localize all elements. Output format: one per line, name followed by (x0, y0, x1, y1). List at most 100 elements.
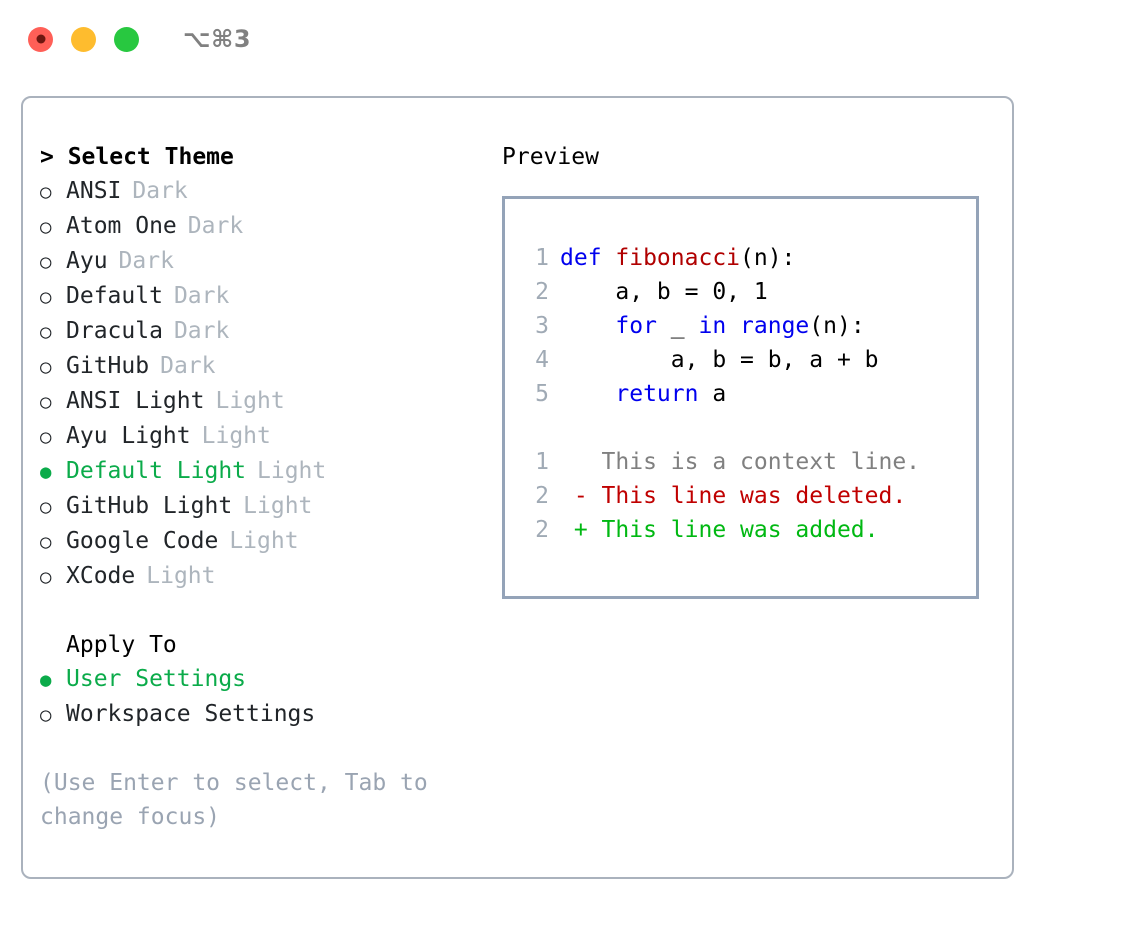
apply-to-option-label: Workspace Settings (66, 701, 316, 727)
diff-line-ctx: 1 This is a context line. (519, 445, 976, 479)
select-theme-header: > Select Theme (40, 144, 234, 170)
code-line: 4 a, b = b, a + b (519, 343, 976, 377)
radio-unselected-icon: ○ (40, 531, 52, 553)
code-token: def (560, 245, 616, 271)
keyboard-shortcut-label: ⌥⌘3 (183, 25, 252, 53)
theme-variant-tag: Dark (173, 318, 230, 344)
theme-option-label: Atom One (66, 213, 177, 239)
diff-line-text: + This line was added. (560, 517, 879, 543)
radio-unselected-icon: ○ (40, 251, 52, 273)
theme-option-label: ANSI Light (66, 388, 205, 414)
theme-option-label: GitHub Light (66, 493, 233, 519)
theme-variant-tag: Light (201, 423, 271, 449)
diff-line-number: 2 (535, 517, 549, 543)
apply-to-option-workspace-settings[interactable]: ○Workspace Settings (40, 697, 493, 732)
code-line-text: a, b = 0, 1 (560, 275, 768, 309)
code-token: a, b = 0, 1 (560, 279, 768, 305)
code-diff-spacer (519, 411, 976, 445)
code-token (560, 381, 615, 407)
theme-option-dracula[interactable]: ○ Dracula Dark (40, 314, 493, 349)
code-line: 3 for _ in range(n): (519, 309, 976, 343)
theme-option-label: Google Code (66, 528, 219, 554)
code-token: fibonacci (615, 245, 741, 271)
code-token: (n): (809, 313, 865, 339)
theme-option-github[interactable]: ○ GitHub Dark (40, 349, 493, 384)
diff-sample: 1 This is a context line.2 - This line w… (519, 445, 976, 547)
theme-option-label: Default Light (66, 458, 247, 484)
code-token: return (615, 381, 699, 407)
theme-option-xcode[interactable]: ○ XCode Light (40, 559, 493, 594)
radio-unselected-icon: ○ (40, 391, 52, 413)
code-line: 5 return a (519, 377, 976, 411)
theme-variant-tag: Light (243, 493, 313, 519)
radio-unselected-icon: ○ (40, 321, 52, 343)
code-line-number: 2 (535, 279, 549, 305)
theme-option-atom-one[interactable]: ○ Atom One Dark (40, 209, 493, 244)
diff-line-text: This is a context line. (560, 449, 921, 475)
theme-variant-tag: Dark (160, 353, 216, 379)
theme-option-label: Default (66, 283, 163, 309)
code-token: for (615, 313, 657, 339)
theme-option-label: Dracula (66, 318, 163, 344)
code-token: in (698, 313, 727, 339)
apply-to-header: Apply To (66, 632, 177, 658)
code-line-number: 4 (535, 347, 549, 373)
code-line: 2 a, b = 0, 1 (519, 275, 976, 309)
code-token: range (740, 313, 810, 339)
radio-selected-icon: ● (40, 669, 52, 691)
maximize-window-button[interactable] (114, 26, 139, 52)
section-spacer (40, 594, 493, 628)
preview-title: Preview (502, 144, 599, 170)
theme-variant-tag: Light (257, 458, 327, 484)
radio-unselected-icon: ○ (40, 426, 52, 448)
keyboard-hint-text: (Use Enter to select, Tab to change focu… (40, 770, 428, 830)
code-line-number: 5 (535, 381, 549, 407)
title-bar: ⌥⌘3 (0, 0, 1140, 78)
diff-line-text: - This line was deleted. (560, 483, 907, 509)
theme-option-label: ANSI (66, 178, 122, 204)
radio-unselected-icon: ○ (40, 286, 52, 308)
theme-option-ansi-light[interactable]: ○ ANSI Light Light (40, 384, 493, 419)
code-line-text: a, b = b, a + b (560, 343, 879, 377)
theme-variant-tag: Light (229, 528, 299, 554)
code-token: (n): (740, 245, 796, 271)
theme-option-google-code[interactable]: ○ Google Code Light (40, 524, 493, 559)
theme-option-label: XCode (66, 563, 136, 589)
minimize-window-button[interactable] (71, 26, 96, 52)
apply-to-option-label: User Settings (66, 666, 247, 692)
theme-option-ansi[interactable]: ○ ANSI Dark (40, 174, 493, 209)
diff-line-number: 2 (535, 483, 549, 509)
code-line-number: 1 (535, 245, 549, 271)
code-token (560, 313, 615, 339)
theme-variant-tag: Dark (132, 178, 188, 204)
apply-to-list: ● User Settings ○Workspace Settings (40, 662, 493, 732)
code-token: _ (656, 313, 699, 339)
code-token: a (698, 381, 727, 407)
code-token: a, b = b, a + b (560, 347, 879, 373)
radio-unselected-icon: ○ (40, 356, 52, 378)
theme-variant-tag: Light (215, 388, 285, 414)
theme-variant-tag: Light (146, 563, 216, 589)
radio-unselected-icon: ○ (40, 181, 52, 203)
diff-line-del: 2 - This line was deleted. (519, 479, 976, 513)
theme-option-label: GitHub (66, 353, 150, 379)
diff-line-add: 2 + This line was added. (519, 513, 976, 547)
code-token (726, 313, 740, 339)
theme-variant-tag: Dark (187, 213, 244, 239)
theme-option-ayu-light[interactable]: ○ Ayu Light Light (40, 419, 493, 454)
radio-unselected-icon: ○ (40, 216, 52, 238)
apply-to-option-user-settings[interactable]: ● User Settings (40, 662, 493, 697)
close-window-button[interactable] (28, 26, 53, 52)
theme-option-label: Ayu Light (66, 423, 191, 449)
code-line-number: 3 (535, 313, 549, 339)
radio-unselected-icon: ○ (40, 566, 52, 588)
